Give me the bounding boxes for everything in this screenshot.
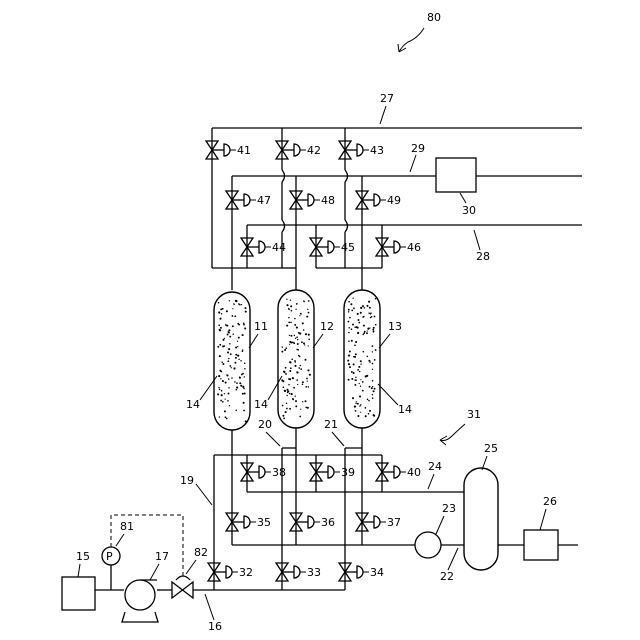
label-28: 28 bbox=[476, 250, 490, 263]
valve-46: 46 bbox=[376, 238, 421, 256]
valve-41-label: 41 bbox=[237, 144, 251, 157]
label-24: 24 bbox=[428, 460, 442, 473]
pressure-gauge-81: P bbox=[102, 547, 120, 590]
figure-arrow bbox=[398, 28, 424, 52]
valve-37: 37 bbox=[356, 513, 401, 531]
label-16: 16 bbox=[208, 620, 222, 633]
label-25: 25 bbox=[484, 442, 498, 455]
label-22: 22 bbox=[440, 570, 454, 583]
valve-47-label: 47 bbox=[257, 194, 271, 207]
valve-44-label: 44 bbox=[272, 241, 286, 254]
label-82: 82 bbox=[194, 546, 208, 559]
valve-46-label: 46 bbox=[407, 241, 421, 254]
label-14-a: 14 bbox=[186, 398, 200, 411]
valve-38-label: 38 bbox=[272, 466, 286, 479]
valve-49-label: 49 bbox=[387, 194, 401, 207]
reference-arrow-31 bbox=[440, 424, 465, 445]
control-valve-82 bbox=[172, 576, 193, 598]
valve-41: 41 bbox=[206, 141, 251, 159]
pump-17 bbox=[122, 580, 158, 622]
vessel-11 bbox=[214, 292, 250, 430]
valve-44: 44 bbox=[241, 238, 286, 256]
valve-32-label: 32 bbox=[239, 566, 253, 579]
label-17: 17 bbox=[155, 550, 169, 563]
pressure-gauge-symbol: P bbox=[106, 550, 113, 563]
valve-48-label: 48 bbox=[321, 194, 335, 207]
unit-30-box bbox=[436, 158, 476, 192]
valve-33-label: 33 bbox=[307, 566, 321, 579]
valve-36: 36 bbox=[290, 513, 335, 531]
valve-35: 35 bbox=[226, 513, 271, 531]
valve-33: 33 bbox=[276, 563, 321, 581]
unit-15-box bbox=[62, 577, 95, 610]
valve-38: 38 bbox=[241, 463, 286, 481]
valve-43: 43 bbox=[339, 141, 384, 159]
label-31: 31 bbox=[467, 408, 481, 421]
label-29: 29 bbox=[411, 142, 425, 155]
valve-47: 47 bbox=[226, 191, 271, 209]
valve-32: 32 bbox=[208, 563, 253, 581]
figure-number-label: 80 bbox=[427, 11, 441, 24]
label-26: 26 bbox=[543, 495, 557, 508]
unit-26-box bbox=[524, 530, 558, 560]
label-23: 23 bbox=[442, 502, 456, 515]
valve-40: 40 bbox=[376, 463, 421, 481]
label-30: 30 bbox=[462, 204, 476, 217]
valve-36-label: 36 bbox=[321, 516, 335, 529]
label-13: 13 bbox=[388, 320, 402, 333]
pump-23 bbox=[415, 532, 441, 558]
valve-48: 48 bbox=[290, 191, 335, 209]
label-11: 11 bbox=[254, 320, 268, 333]
label-20: 20 bbox=[258, 418, 272, 431]
label-15: 15 bbox=[76, 550, 90, 563]
valve-49: 49 bbox=[356, 191, 401, 209]
label-81: 81 bbox=[120, 520, 134, 533]
valve-34: 34 bbox=[339, 563, 384, 581]
label-27: 27 bbox=[380, 92, 394, 105]
valve-34-label: 34 bbox=[370, 566, 384, 579]
valve-45: 45 bbox=[310, 238, 355, 256]
header-lines bbox=[212, 128, 582, 225]
valve-45-label: 45 bbox=[341, 241, 355, 254]
valve-42: 42 bbox=[276, 141, 321, 159]
label-12: 12 bbox=[320, 320, 334, 333]
valve-37-label: 37 bbox=[387, 516, 401, 529]
label-21: 21 bbox=[324, 418, 338, 431]
label-14-b: 14 bbox=[254, 398, 268, 411]
label-14-c: 14 bbox=[398, 403, 412, 416]
label-19: 19 bbox=[180, 474, 194, 487]
tank-25 bbox=[464, 468, 498, 570]
valve-39-label: 39 bbox=[341, 466, 355, 479]
vessel-13 bbox=[344, 290, 380, 428]
vessel-12 bbox=[278, 290, 314, 428]
valve-39: 39 bbox=[310, 463, 355, 481]
valve-40-label: 40 bbox=[407, 466, 421, 479]
valve-42-label: 42 bbox=[307, 144, 321, 157]
valve-35-label: 35 bbox=[257, 516, 271, 529]
valve-43-label: 43 bbox=[370, 144, 384, 157]
